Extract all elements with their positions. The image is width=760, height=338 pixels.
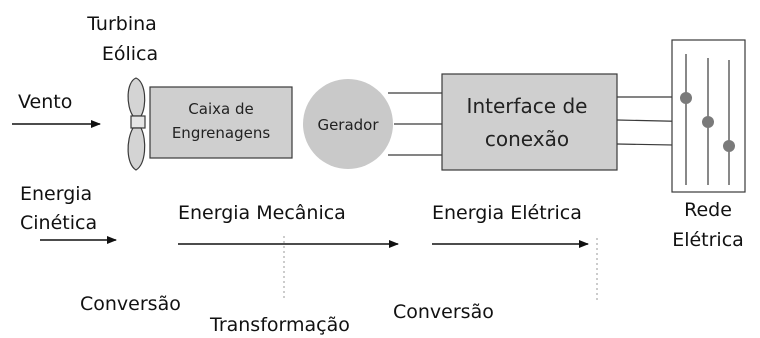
grid-block: [671, 39, 746, 193]
grid-label-line2: Elétrica: [672, 229, 744, 251]
electrical-energy-label: Energia Elétrica: [432, 202, 582, 224]
conversion-label-1: Conversão: [80, 293, 181, 315]
grid-node-1: [680, 92, 692, 104]
kinetic-energy-label-line1: Energia: [20, 183, 92, 205]
gearbox-label-line1: Caixa de: [188, 100, 253, 118]
grid-node-2: [702, 116, 714, 128]
wind-label: Vento: [18, 91, 72, 113]
conversion-label-2: Conversão: [393, 301, 494, 323]
transformation-label: Transformação: [209, 314, 350, 336]
turbine-label-line1: Turbina: [86, 13, 157, 35]
grid-label-line1: Rede: [684, 199, 732, 221]
gearbox-label-line2: Engrenagens: [172, 124, 271, 142]
turbine-label-line2: Eólica: [102, 43, 158, 65]
gearbox-block: Caixa de Engrenagens: [149, 86, 293, 159]
grid-node-3: [723, 140, 735, 152]
interface-label-line2: conexão: [485, 127, 569, 151]
interface-label-line1: Interface de: [467, 94, 588, 118]
mechanical-energy-label: Energia Mecânica: [178, 202, 346, 224]
turbine-blade-top: [127, 77, 146, 117]
interface-block: Interface de conexão: [441, 73, 618, 171]
generator-connection-lines: [388, 92, 442, 156]
turbine-hub: [130, 115, 146, 129]
turbine-blade-bottom: [127, 127, 146, 171]
generator-label: Gerador: [317, 116, 379, 134]
turbine-icon: [127, 77, 146, 171]
generator-block: Gerador: [303, 79, 393, 169]
kinetic-energy-label-line2: Cinética: [20, 212, 97, 234]
